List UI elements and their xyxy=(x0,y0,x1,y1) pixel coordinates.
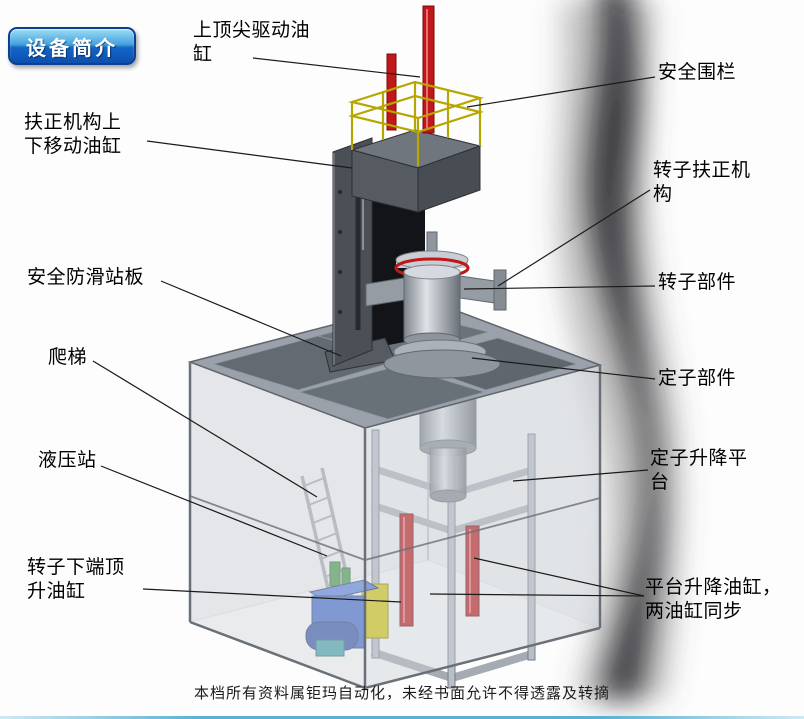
label-platform-lift-cylinders: 平台升降油缸， 两油缸同步 xyxy=(645,576,782,622)
leader-lines xyxy=(92,57,656,603)
leader-stator-lift-platform xyxy=(512,469,649,482)
label-rotor-part: 转子部件 xyxy=(658,271,737,293)
leader-top-tip-cylinder xyxy=(252,57,421,78)
rotor-graphic xyxy=(365,231,507,379)
label-stator-lift-platform: 定子升降平 台 xyxy=(650,447,748,493)
safety-fence-graphic xyxy=(347,80,485,166)
leader-centering-cylinder xyxy=(146,140,353,169)
leader-hydraulic-station xyxy=(100,465,328,557)
press-frame-graphic xyxy=(324,129,482,373)
leader-platform-cylinders-b xyxy=(429,593,645,597)
leader-rotor-centering xyxy=(497,189,651,287)
platform-lift-cylinders-graphic xyxy=(399,513,480,627)
leader-rotor-part xyxy=(463,285,656,290)
top-drive-rod-main xyxy=(422,5,435,134)
leader-rotor-jack-cylinder xyxy=(142,588,402,603)
label-centering-cylinder: 扶正机构上 下移动油缸 xyxy=(24,111,122,157)
leader-antislip-platform xyxy=(160,280,342,357)
watermark-text: 本档所有资料属钜玛自动化，未经书面允许不得透露及转摘 xyxy=(193,684,610,702)
bottom-divider xyxy=(0,716,804,719)
label-rotor-centering: 转子扶正机 构 xyxy=(653,159,751,205)
leader-stator-part xyxy=(471,357,656,380)
label-hydraulic-station: 液压站 xyxy=(38,449,97,471)
leader-safety-fence xyxy=(466,76,656,108)
label-top-tip-cylinder: 上顶尖驱动油 缸 xyxy=(193,19,311,65)
leader-ladder xyxy=(92,360,318,498)
top-drive-rod-secondary xyxy=(386,53,397,131)
leader-platform-cylinders-a xyxy=(473,557,645,597)
label-stator-part: 定子部件 xyxy=(658,367,737,389)
stator-lift-platform-graphic xyxy=(370,429,536,689)
label-rotor-jack-cylinder: 转子下端顶 升油缸 xyxy=(27,556,125,602)
shadow-smoke xyxy=(557,0,683,700)
title-badge: 设备简介 xyxy=(8,27,136,65)
label-ladder: 爬梯 xyxy=(48,346,88,368)
enclosure-edges xyxy=(188,362,602,690)
label-safety-fence: 安全围栏 xyxy=(658,61,737,83)
top-drive-rods-graphic xyxy=(386,5,435,134)
label-antislip-platform: 安全防滑站板 xyxy=(27,266,145,288)
